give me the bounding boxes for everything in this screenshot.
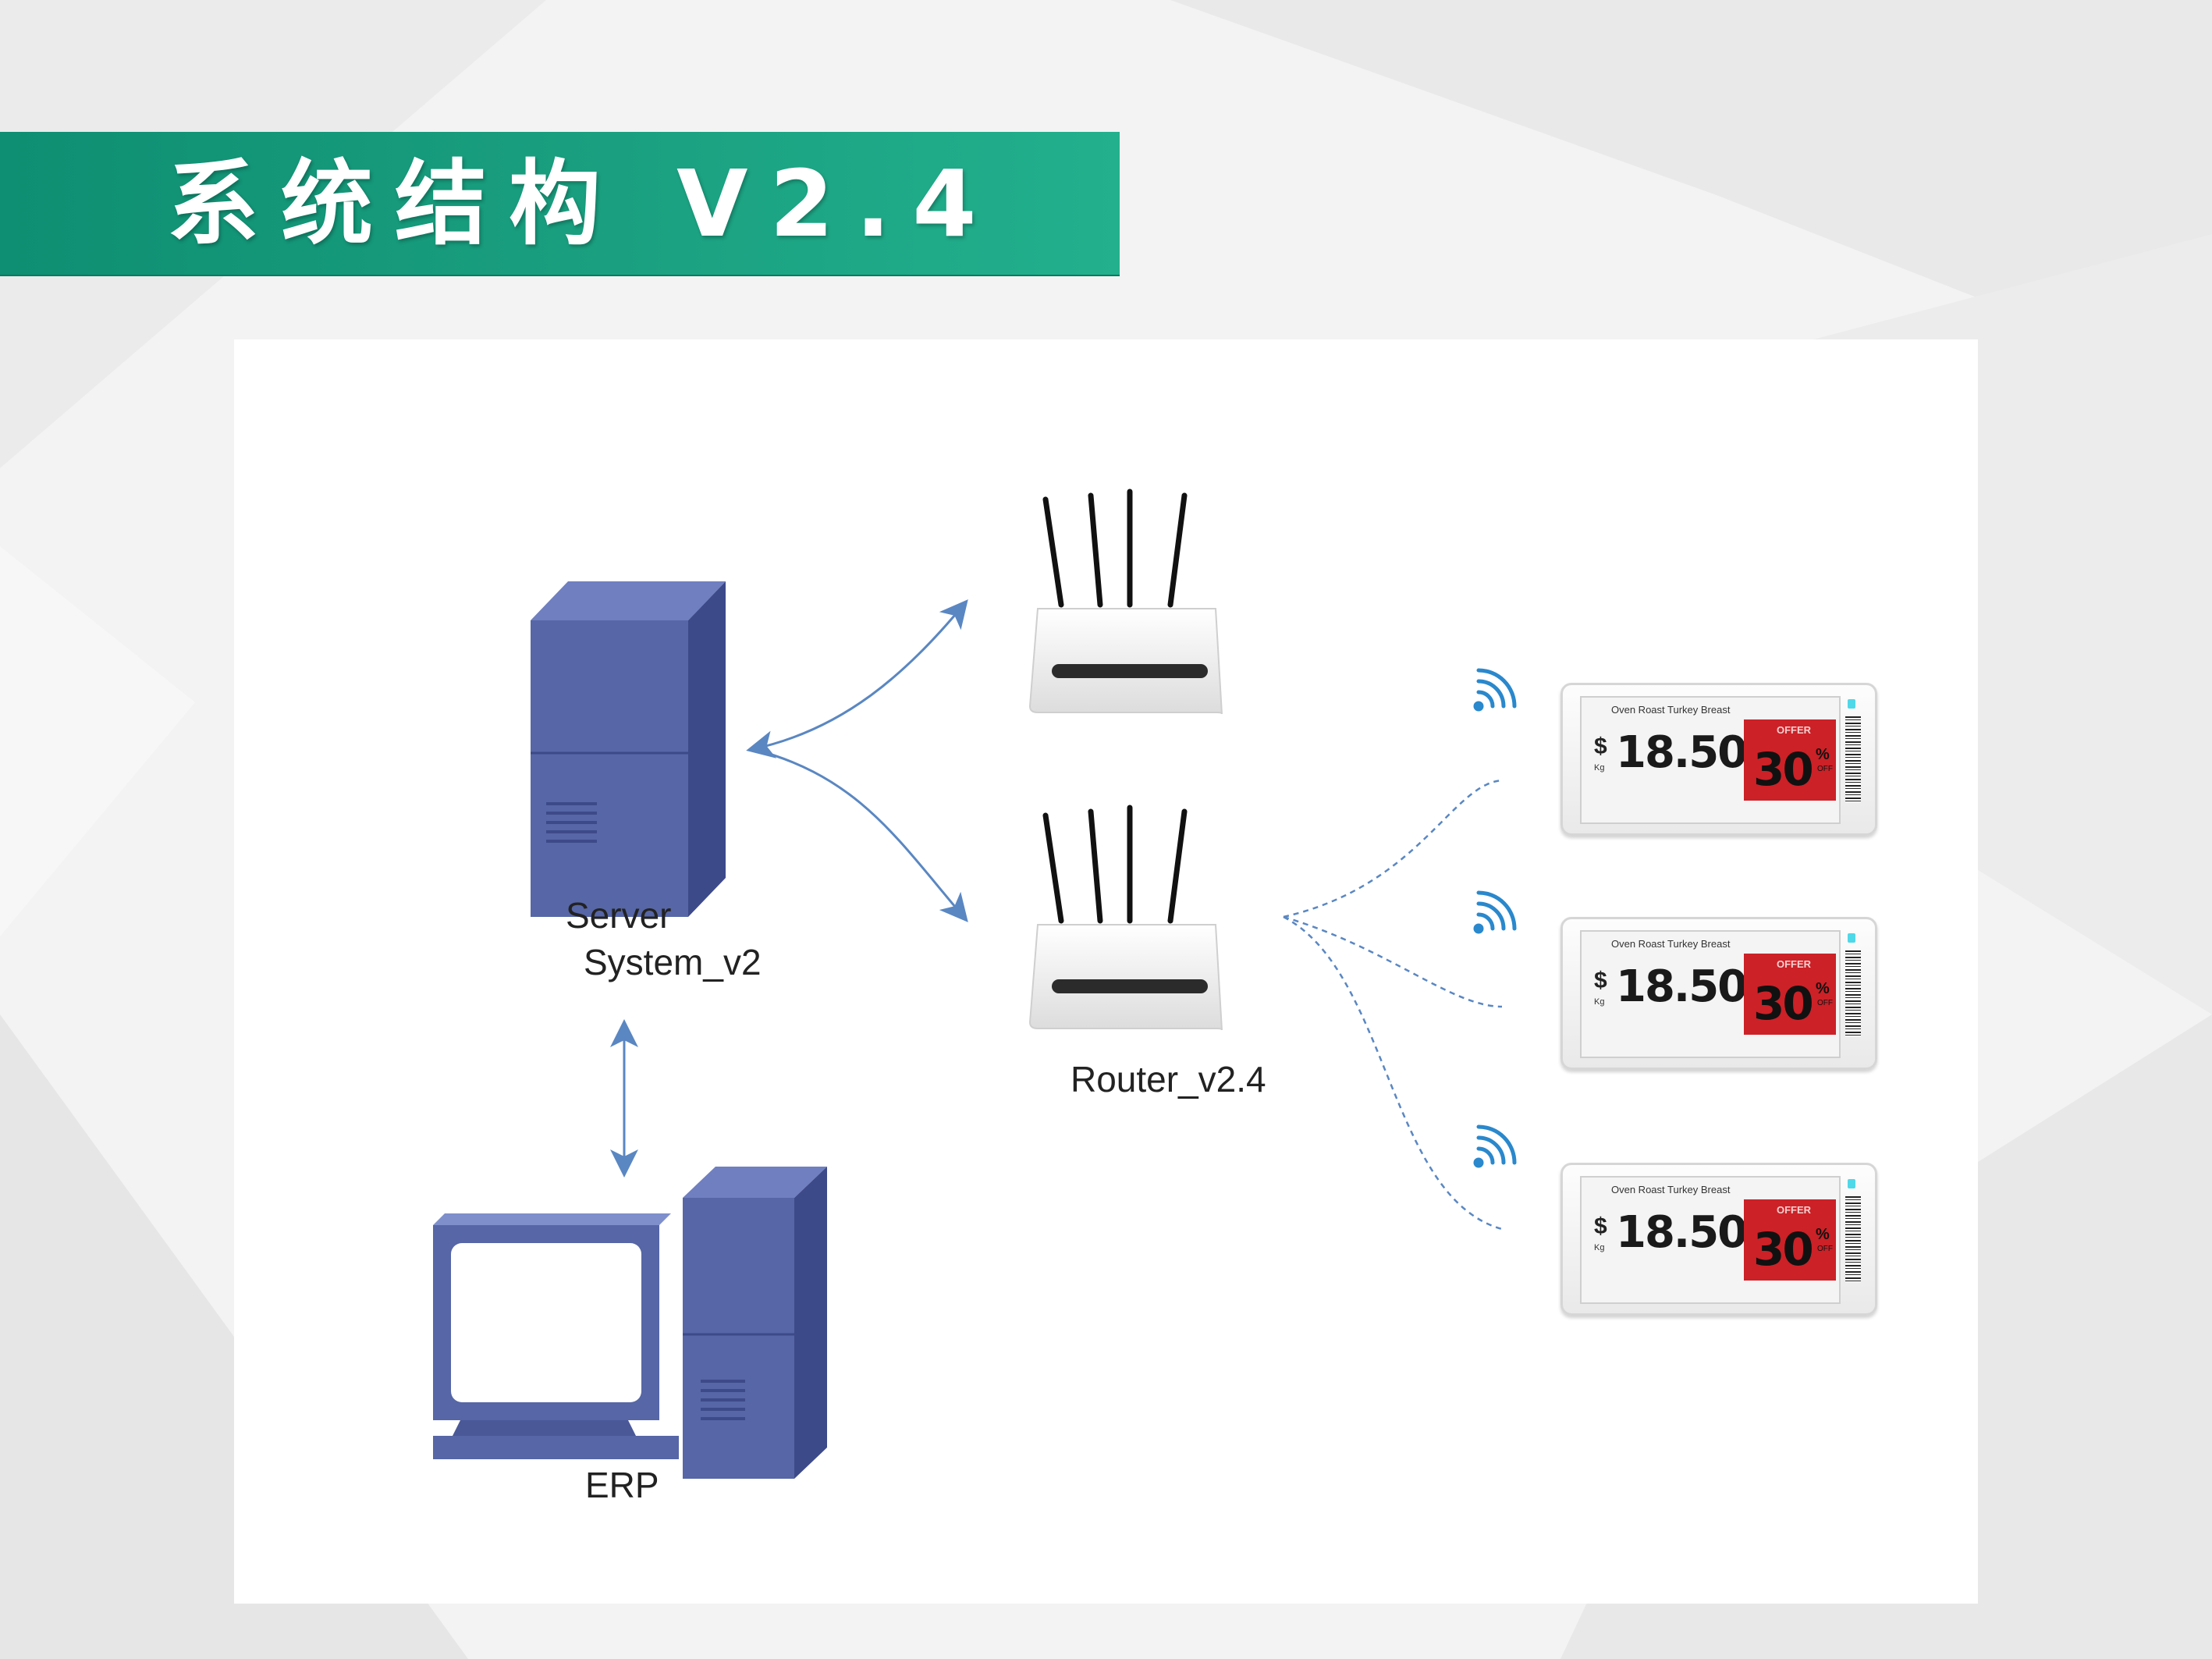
esl-product-name: Oven Roast Turkey Breast xyxy=(1611,1184,1731,1195)
esl-off-label: OFF xyxy=(1817,765,1833,773)
esl-screen: Oven Roast Turkey Breast $ Kg 18.50 OFFE… xyxy=(1580,1176,1841,1304)
esl-currency: $ xyxy=(1594,734,1607,759)
esl-offer-label: OFFER xyxy=(1777,1204,1812,1216)
server-icon xyxy=(531,581,726,917)
esl-barcode xyxy=(1845,950,1861,1036)
wifi-icon-1 xyxy=(1473,668,1517,712)
wireless-links xyxy=(1283,779,1503,1231)
router-icon-bottom xyxy=(1028,805,1223,1031)
esl-product-name: Oven Roast Turkey Breast xyxy=(1611,704,1731,716)
esl-led-icon xyxy=(1848,1179,1855,1188)
erp-computer-icon xyxy=(433,1167,827,1479)
slide-title: 系统结构 V2.4 xyxy=(167,150,999,258)
esl-screen: Oven Roast Turkey Breast $ Kg 18.50 OFFE… xyxy=(1580,696,1841,824)
esl-tag: Oven Roast Turkey Breast $ Kg 18.50 OFFE… xyxy=(1560,683,1877,836)
esl-off-label: OFF xyxy=(1817,1245,1833,1253)
esl-barcode xyxy=(1845,716,1861,802)
server-router-top-arrow xyxy=(746,599,968,758)
esl-offer-box: OFFER 30 % OFF xyxy=(1744,719,1836,801)
esl-price: 18.50 xyxy=(1616,961,1748,1012)
diagram-panel: Server System_v2 Router_v2.4 ERP Oven Ro… xyxy=(234,339,1978,1604)
esl-offer-label: OFFER xyxy=(1777,958,1812,970)
esl-percent-sign: % xyxy=(1816,746,1830,763)
esl-tag: Oven Roast Turkey Breast $ Kg 18.50 OFFE… xyxy=(1560,917,1877,1070)
esl-discount: 30 xyxy=(1753,743,1814,796)
architecture-diagram xyxy=(433,488,1517,1479)
esl-unit: Kg xyxy=(1594,1243,1605,1252)
esl-barcode xyxy=(1845,1196,1861,1282)
router-label: Router_v2.4 xyxy=(1070,1059,1266,1099)
title-banner: 系统结构 V2.4 xyxy=(0,132,1120,276)
esl-off-label: OFF xyxy=(1817,999,1833,1007)
wifi-icon-3 xyxy=(1473,1124,1517,1168)
esl-product-name: Oven Roast Turkey Breast xyxy=(1611,938,1731,950)
esl-led-icon xyxy=(1848,933,1855,943)
esl-unit: Kg xyxy=(1594,997,1605,1007)
esl-offer-box: OFFER 30 % OFF xyxy=(1744,1199,1836,1281)
esl-offer-label: OFFER xyxy=(1777,724,1812,736)
server-label-line2: System_v2 xyxy=(584,942,762,982)
esl-discount: 30 xyxy=(1753,977,1814,1030)
esl-led-icon xyxy=(1848,699,1855,709)
wifi-icon-2 xyxy=(1473,890,1517,934)
router-icon-top xyxy=(1028,488,1223,715)
esl-tag: Oven Roast Turkey Breast $ Kg 18.50 OFFE… xyxy=(1560,1163,1877,1316)
esl-price: 18.50 xyxy=(1616,1207,1748,1258)
esl-screen: Oven Roast Turkey Breast $ Kg 18.50 OFFE… xyxy=(1580,930,1841,1058)
erp-label: ERP xyxy=(585,1465,659,1505)
esl-offer-box: OFFER 30 % OFF xyxy=(1744,954,1836,1035)
server-router-bottom-arrow xyxy=(752,748,968,922)
esl-percent-sign: % xyxy=(1816,1226,1830,1243)
esl-discount: 30 xyxy=(1753,1223,1814,1276)
esl-currency: $ xyxy=(1594,968,1607,993)
server-label-line1: Server xyxy=(566,895,672,936)
esl-percent-sign: % xyxy=(1816,980,1830,997)
esl-price: 18.50 xyxy=(1616,727,1748,778)
esl-currency: $ xyxy=(1594,1213,1607,1239)
esl-unit: Kg xyxy=(1594,763,1605,773)
